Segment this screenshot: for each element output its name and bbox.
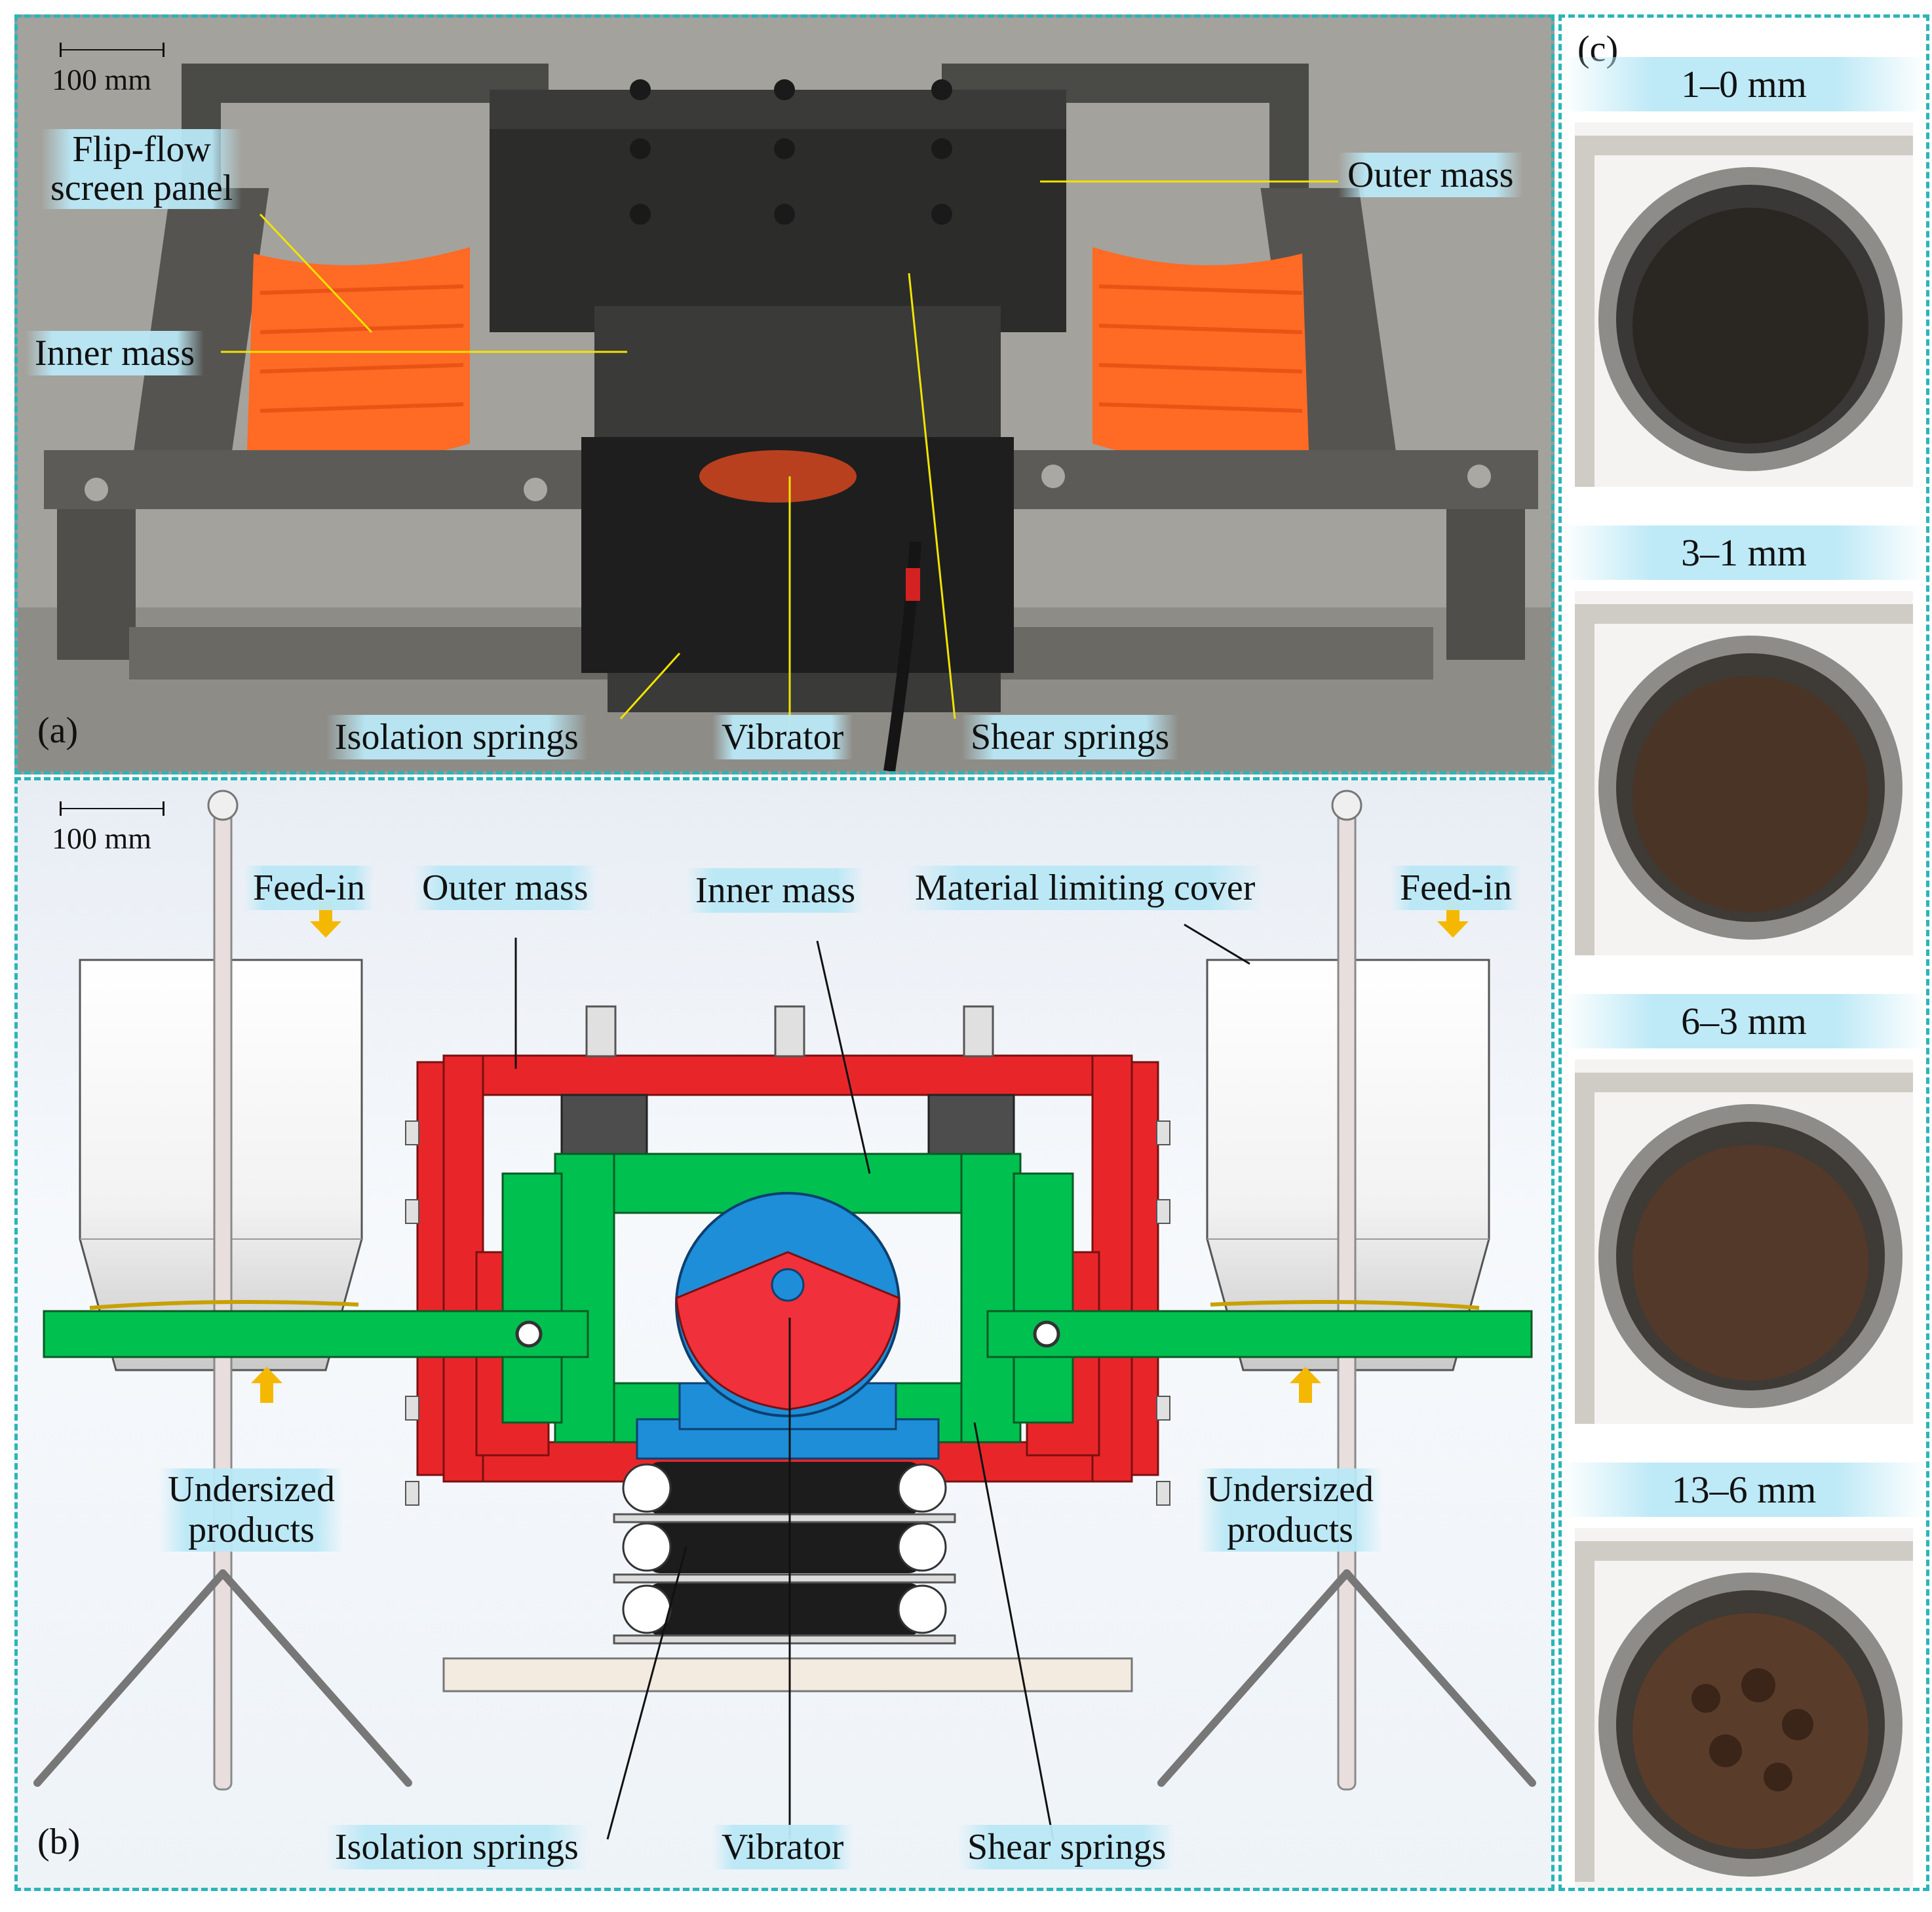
label-feed-in-right: Feed-in [1391,866,1522,911]
panel-b-letter: (b) [37,1822,81,1862]
scale-bar [60,801,164,816]
feed-arrows [251,902,1469,1403]
vibrator-shape [636,1192,940,1460]
sample-photo-1 [1575,123,1913,487]
inner-mass-frame [43,1153,1533,1444]
panel-a-photo: 100 mm Flip-flow screen panel Inner mass… [14,14,1555,774]
label-outer-mass: Outer mass [413,866,598,911]
scale-label: 100 mm [52,822,152,855]
sample-title-4: 13–6 mm [1562,1463,1926,1517]
sample-title-3: 6–3 mm [1562,994,1926,1048]
panel-a-letter: (a) [37,710,79,751]
sample-photo-3 [1575,1060,1913,1424]
panel-b-schematic: 100 mm Feed-in Outer mass Inner mass Mat… [14,777,1555,1891]
sample-title-1: 1–0 mm [1562,57,1926,111]
sample-photo-2 [1575,591,1913,955]
photo-illustration [18,18,1551,771]
panel-c-samples: (c) 1–0 mm 3–1 mm 6–3 mm 13–6 mm [1558,14,1929,1891]
schematic-drawing [33,790,1536,1840]
sample-title-2: 3–1 mm [1562,526,1926,580]
label-flip-flow-screen-panel: Flip-flow screen panel [41,129,242,209]
label-material-limiting-cover: Material limiting cover [906,866,1265,911]
label-shear-springs: Shear springs [958,1825,1176,1870]
label-feed-in-left: Feed-in [244,866,375,911]
label-isolation-springs: Isolation springs [326,1825,588,1870]
scale-label: 100 mm [52,63,152,96]
label-outer-mass: Outer mass [1338,153,1523,198]
scale-bar [60,43,164,57]
label-inner-mass: Inner mass [26,331,204,376]
label-vibrator: Vibrator [712,1825,853,1870]
label-inner-mass: Inner mass [686,868,865,913]
sample-photo-4 [1575,1528,1913,1888]
label-isolation-springs: Isolation springs [326,715,588,760]
label-vibrator: Vibrator [712,715,853,760]
label-undersized-products-right: Undersized products [1197,1468,1383,1552]
label-undersized-products-left: Undersized products [159,1468,345,1552]
label-shear-springs: Shear springs [961,715,1179,760]
